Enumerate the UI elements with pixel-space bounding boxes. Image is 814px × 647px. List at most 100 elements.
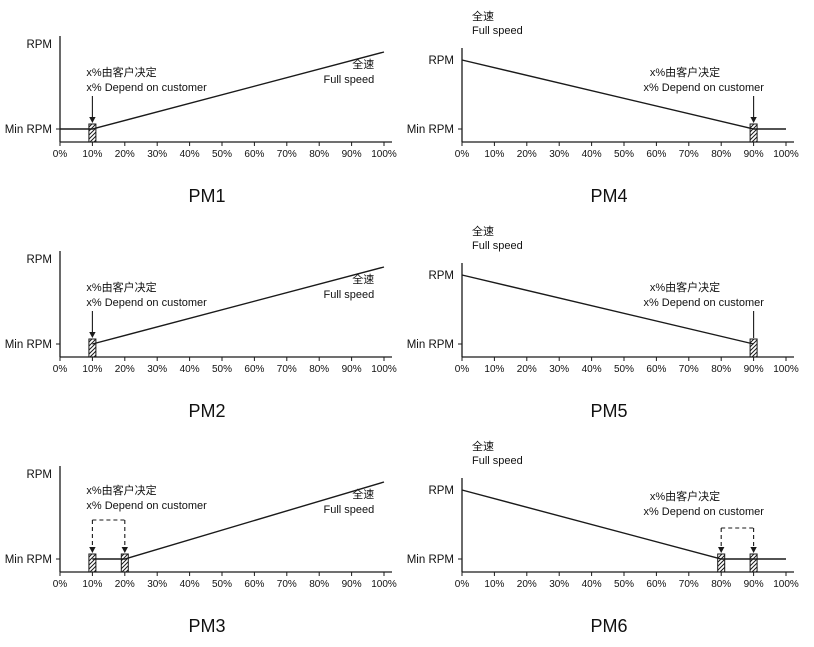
x-tick-label: 60% bbox=[646, 579, 666, 590]
x-tick-label: 0% bbox=[53, 149, 68, 160]
hatched-bar bbox=[749, 553, 758, 573]
x-tick-label: 40% bbox=[582, 149, 602, 160]
min-rpm-label: Min RPM bbox=[407, 124, 454, 136]
x-tick-label: 80% bbox=[309, 579, 329, 590]
x-tick-label: 10% bbox=[82, 364, 102, 375]
x-tick-label: 40% bbox=[582, 364, 602, 375]
x-tick-label: 30% bbox=[147, 579, 167, 590]
hatched-bar bbox=[717, 553, 726, 573]
annotation-en: x% Depend on customer bbox=[643, 82, 764, 94]
pointer-arrowhead bbox=[121, 547, 128, 553]
speed-curve bbox=[461, 274, 754, 345]
x-tick-label: 80% bbox=[309, 149, 329, 160]
x-tick-label: 100% bbox=[371, 579, 397, 590]
pointer-arrowhead bbox=[89, 117, 96, 123]
chart-title: PM2 bbox=[188, 401, 225, 421]
annotation-cn: x%由客户决定 bbox=[86, 483, 156, 497]
rpm-label: RPM bbox=[26, 469, 52, 481]
full-speed-label-cn: 全速 bbox=[472, 224, 494, 238]
chart-canvas-pm5: 0%10%20%30%40%50%60%70%80%90%100%RPMMin … bbox=[407, 224, 799, 421]
chart-title: PM1 bbox=[188, 186, 225, 206]
hatched-bar bbox=[88, 553, 97, 573]
annotation-cn: x%由客户决定 bbox=[86, 280, 156, 294]
full-speed-label-en: Full speed bbox=[324, 74, 375, 86]
x-tick-label: 40% bbox=[180, 149, 200, 160]
hatched-bar bbox=[88, 123, 97, 143]
chart-canvas-pm3: 0%10%20%30%40%50%60%70%80%90%100%RPMMin … bbox=[5, 466, 397, 636]
rpm-label: RPM bbox=[428, 270, 454, 282]
min-rpm-label: Min RPM bbox=[407, 554, 454, 566]
full-speed-label-en: Full speed bbox=[472, 25, 523, 37]
x-tick-label: 60% bbox=[244, 364, 264, 375]
min-rpm-label: Min RPM bbox=[5, 339, 52, 351]
min-rpm-label: Min RPM bbox=[5, 554, 52, 566]
full-speed-label-en: Full speed bbox=[324, 504, 375, 516]
x-tick-label: 90% bbox=[342, 149, 362, 160]
hatched-bar bbox=[120, 553, 129, 573]
hatched-bar bbox=[749, 123, 758, 143]
pointer-arrowhead bbox=[89, 332, 96, 338]
rpm-label: RPM bbox=[26, 39, 52, 51]
x-tick-label: 90% bbox=[744, 149, 764, 160]
x-tick-label: 80% bbox=[711, 579, 731, 590]
full-speed-label-cn: 全速 bbox=[472, 439, 494, 453]
chart-title: PM3 bbox=[188, 616, 225, 636]
x-tick-label: 50% bbox=[614, 579, 634, 590]
x-tick-label: 70% bbox=[679, 149, 699, 160]
full-speed-label-cn: 全速 bbox=[352, 272, 374, 286]
annotation-cn: x%由客户决定 bbox=[650, 489, 720, 503]
full-speed-label-cn: 全速 bbox=[472, 9, 494, 23]
hatched-bar bbox=[88, 338, 97, 358]
x-tick-label: 30% bbox=[549, 364, 569, 375]
x-tick-label: 70% bbox=[277, 579, 297, 590]
x-tick-label: 60% bbox=[244, 579, 264, 590]
full-speed-label-en: Full speed bbox=[324, 289, 375, 301]
speed-curve bbox=[461, 489, 786, 560]
chart-canvas-pm1: 0%10%20%30%40%50%60%70%80%90%100%RPMMin … bbox=[5, 36, 397, 206]
annotation-cn: x%由客户决定 bbox=[650, 280, 720, 294]
x-tick-label: 20% bbox=[517, 579, 537, 590]
x-tick-label: 30% bbox=[549, 149, 569, 160]
x-tick-label: 50% bbox=[614, 364, 634, 375]
chart-canvas-pm6: 0%10%20%30%40%50%60%70%80%90%100%RPMMin … bbox=[407, 439, 799, 636]
x-tick-label: 70% bbox=[277, 364, 297, 375]
x-tick-label: 40% bbox=[180, 579, 200, 590]
x-tick-label: 50% bbox=[212, 149, 232, 160]
x-tick-label: 100% bbox=[773, 579, 799, 590]
annotation-en: x% Depend on customer bbox=[86, 297, 207, 309]
pointer-arrowhead bbox=[89, 547, 96, 553]
pointer-arrowhead bbox=[750, 117, 757, 123]
x-tick-label: 60% bbox=[646, 149, 666, 160]
annotation-en: x% Depend on customer bbox=[643, 297, 764, 309]
min-rpm-label: Min RPM bbox=[5, 124, 52, 136]
x-tick-label: 50% bbox=[614, 149, 634, 160]
pointer-arrowhead bbox=[718, 547, 725, 553]
x-tick-label: 10% bbox=[484, 149, 504, 160]
rpm-label: RPM bbox=[428, 485, 454, 497]
x-tick-label: 70% bbox=[679, 579, 699, 590]
x-tick-label: 0% bbox=[455, 149, 470, 160]
speed-curve bbox=[461, 59, 786, 130]
rpm-label: RPM bbox=[428, 55, 454, 67]
chart-canvas-pm2: 0%10%20%30%40%50%60%70%80%90%100%RPMMin … bbox=[5, 251, 397, 421]
x-tick-label: 90% bbox=[744, 364, 764, 375]
full-speed-label-en: Full speed bbox=[472, 455, 523, 467]
x-tick-label: 30% bbox=[147, 364, 167, 375]
x-tick-label: 0% bbox=[53, 364, 68, 375]
hatched-bar bbox=[749, 338, 758, 358]
annotation-cn: x%由客户决定 bbox=[86, 65, 156, 79]
x-tick-label: 100% bbox=[773, 364, 799, 375]
chart-title: PM6 bbox=[590, 616, 627, 636]
x-tick-label: 0% bbox=[455, 364, 470, 375]
x-tick-label: 40% bbox=[180, 364, 200, 375]
speed-curve bbox=[92, 266, 385, 345]
chart-title: PM5 bbox=[590, 401, 627, 421]
x-tick-label: 80% bbox=[711, 149, 731, 160]
x-tick-label: 60% bbox=[646, 364, 666, 375]
